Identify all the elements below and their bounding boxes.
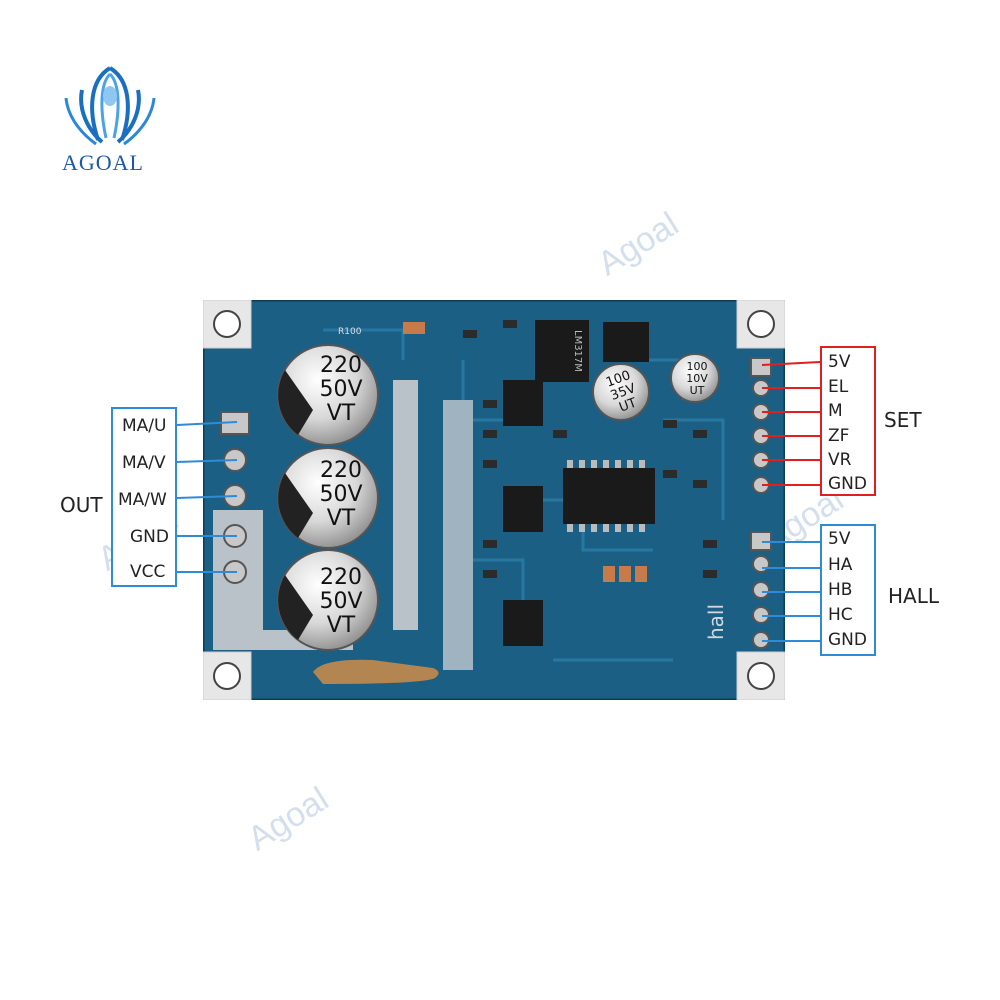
hall-pin-box [820,524,876,656]
svg-text:50V: 50V [319,482,362,507]
hall-pin-label: HC [828,605,853,625]
watermark: Agoal [591,204,686,284]
svg-text:LM317M: LM317M [572,330,583,372]
svg-text:50V: 50V [319,589,362,614]
svg-text:100: 100 [687,360,708,373]
set-pin-label: 5V [828,352,851,372]
hall-pin-label: GND [828,630,867,650]
svg-text:50V: 50V [319,377,362,402]
capacitor-large: 220 50V VT [277,344,379,446]
pcb-board: 220 50V VT 220 50V VT 220 50V VT 100 35V… [203,300,785,700]
capacitor-large: 220 50V VT [277,549,379,651]
hall-group-label: HALL [888,584,940,608]
svg-text:hall: hall [704,604,728,640]
out-leader-lines [176,421,238,573]
svg-text:220: 220 [320,353,362,378]
set-pin-box [820,346,876,496]
watermark: Agoal [241,779,336,859]
svg-text:220: 220 [320,458,362,483]
svg-text:VT: VT [327,613,356,638]
set-pin-label: ZF [828,426,850,446]
out-pin-label: MA/V [122,453,166,473]
out-pin-label: GND [130,527,169,547]
voltage-regulator: LM317M [535,320,589,382]
svg-text:UT: UT [690,384,705,397]
set-pin-label: GND [828,474,867,494]
brand-logo [60,60,160,180]
capacitor-small: 100 35V UT [592,363,650,421]
hall-pin-label: HA [828,555,853,575]
svg-text:VT: VT [327,401,356,426]
svg-text:UT: UT [617,396,639,416]
capacitor-small: 100 10V UT [670,353,720,403]
svg-text:R100: R100 [338,327,362,337]
out-pin-label: VCC [130,562,166,582]
out-pin-box [111,407,177,587]
brand-name: AGOAL [62,150,144,175]
set-pin-label: M [828,401,843,421]
svg-text:10V: 10V [686,372,708,385]
hall-leader-lines [762,541,820,642]
svg-text:220: 220 [320,565,362,590]
set-leader-lines [761,361,821,486]
logo-emblem-icon [64,66,156,146]
out-group-label: OUT [60,493,103,517]
set-pin-label: EL [828,377,849,397]
hall-pin-label: HB [828,580,853,600]
out-pin-label: MA/U [122,416,167,436]
out-pin-label: MA/W [118,490,167,510]
svg-text:VT: VT [327,506,356,531]
set-pin-label: VR [828,450,852,470]
set-group-label: SET [884,408,922,432]
hall-pin-label: 5V [828,529,851,549]
capacitor-large: 220 50V VT [277,447,379,549]
